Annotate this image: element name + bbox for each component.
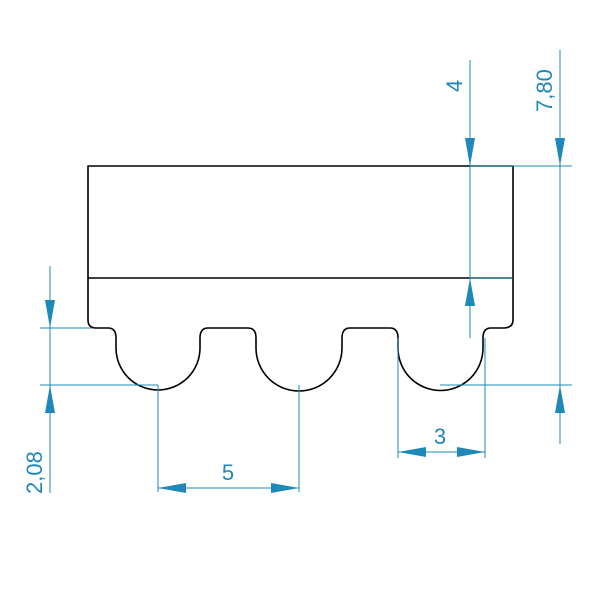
arrow-width-left (398, 447, 426, 457)
arrow-total-bottom (555, 385, 565, 413)
belt-tooth-outline (87, 278, 514, 392)
dimension-tooth-height: 2,08 (22, 266, 158, 494)
arrow-back-top (465, 138, 475, 166)
arrow-back-bottom (465, 278, 475, 306)
arrow-pitch-right (271, 483, 299, 493)
arrow-total-top (555, 138, 565, 166)
dimension-label-total-height: 7,80 (532, 69, 557, 112)
belt-back-rect (87, 165, 514, 279)
belt-profile (87, 165, 514, 392)
dimension-back-height: 4 (442, 60, 513, 338)
dimension-pitch: 5 (157, 385, 300, 493)
dimension-label-tooth-width: 3 (434, 424, 446, 449)
arrow-pitch-left (158, 483, 186, 493)
dimension-label-pitch: 5 (222, 460, 234, 485)
dimension-total-height: 7,80 (440, 50, 572, 444)
arrow-tooth-bottom (45, 385, 55, 413)
dimension-tooth-width: 3 (397, 338, 486, 458)
arrow-width-right (457, 447, 485, 457)
dimension-label-tooth-height: 2,08 (22, 451, 47, 494)
dimension-label-back-height: 4 (442, 80, 467, 92)
arrow-tooth-top (45, 300, 55, 328)
